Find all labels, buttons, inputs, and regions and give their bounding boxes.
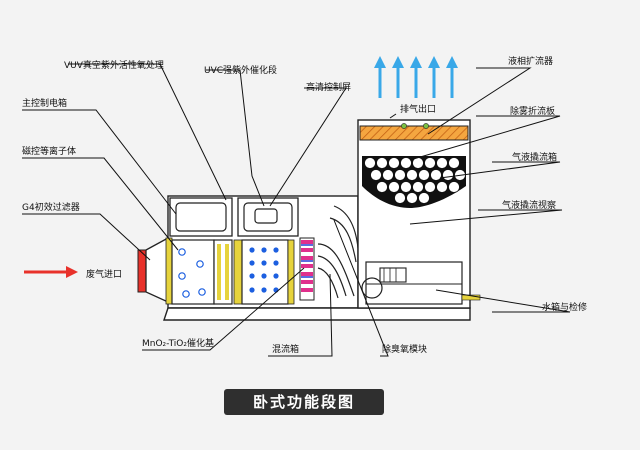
uv-right-frame [287,239,295,305]
label-main-control-box: 主控制电箱 [22,97,67,109]
label-gasliquid-view: 气液撬流视察 [502,199,556,211]
pump-icon [379,267,407,283]
control-button-right [254,208,278,224]
label-water-tank: 水箱与检修 [542,301,587,313]
label-uvc: UVC强紫外催化段 [204,64,277,76]
label-catalyst: MnO₂-TiO₂催化基 [142,337,214,349]
label-demister: 除雾折流板 [510,105,555,117]
diagram-title: 卧式功能段图 [224,389,384,415]
packing-zone [362,156,466,208]
label-magnetic-plasma: 磁控等离子体 [22,145,76,157]
yellow-bar-1 [217,244,221,300]
control-screen-left [175,202,227,232]
catalyst-bars [301,240,313,292]
demister-band [359,125,469,141]
catalyst-module [299,237,315,301]
tank-pipe-loop [361,277,383,299]
plasma-chamber [171,239,215,305]
uv-chamber-frame [233,239,243,305]
label-ozone-module: 除臭氧模块 [382,343,427,355]
label-mix-box: 混流箱 [272,343,299,355]
label-outlet: 排气出口 [400,103,436,115]
divider-strip-1 [213,239,233,305]
label-g4-filter: G4初效过滤器 [22,201,80,213]
label-inlet: 废气进口 [86,268,122,280]
outlet-arrows-icon [374,56,458,98]
label-vuv: VUV真空紫外活性氧处理 [64,59,164,71]
inlet-flange [137,249,147,293]
inlet-transition [145,236,169,304]
base-slab [163,307,471,321]
label-high-clear-screen: 高清控制屏 [306,81,351,93]
yellow-bar-2 [225,244,229,300]
uv-dots [249,247,279,293]
label-spray-filter: 液相扩流器 [508,55,553,67]
label-gasliquid-box: 气液撬流箱 [512,151,557,163]
g4-filter-strip [165,237,173,305]
leader-lines [22,63,571,357]
packing-balls [364,157,466,204]
inlet-arrow-icon [24,266,78,278]
